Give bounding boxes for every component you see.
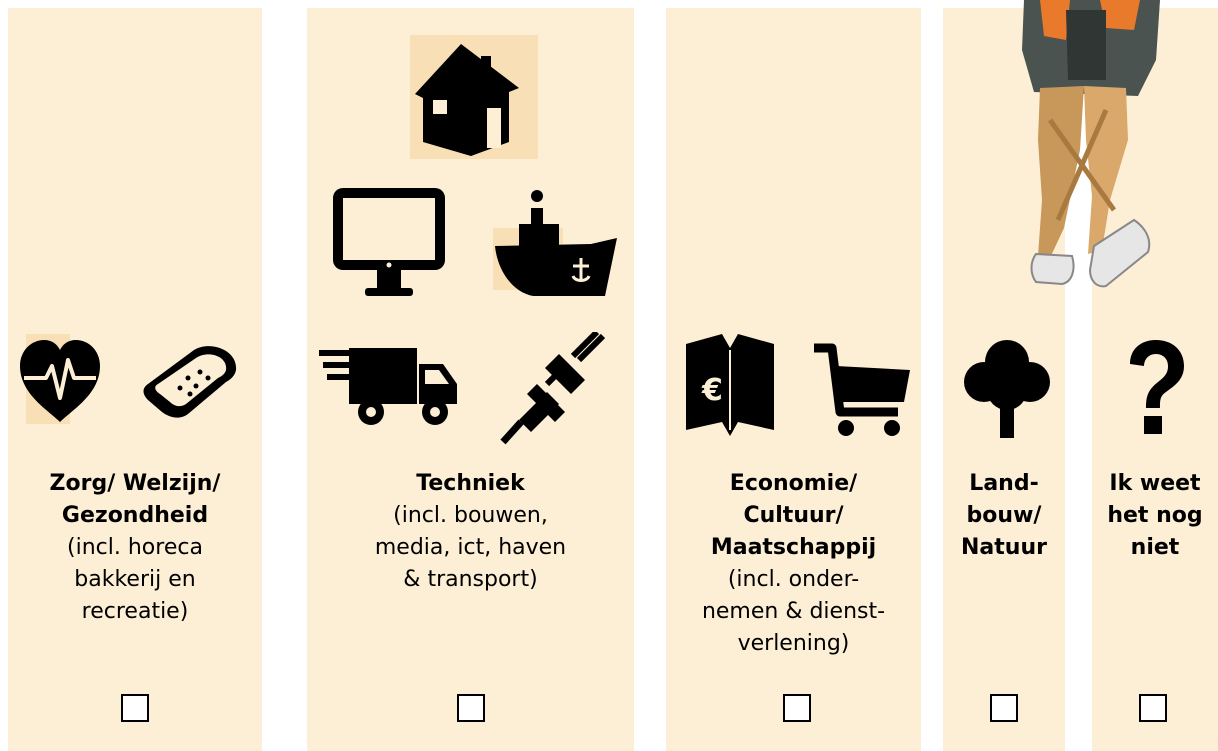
category-note-line: nemen & dienst-: [701, 599, 886, 624]
question-mark-icon: [1120, 338, 1190, 438]
column-techniek: Techniek (incl. bouwen, media, ict, have…: [307, 8, 634, 751]
category-title-line: Ik weet: [1109, 471, 1201, 496]
svg-text:€: €: [701, 373, 723, 408]
category-title-line: Gezondheid: [61, 503, 209, 528]
checkbox-landbouw[interactable]: [990, 694, 1018, 722]
house-icon: [411, 38, 523, 158]
category-label: Zorg/ Welzijn/ Gezondheid (incl. horeca …: [8, 468, 262, 628]
shopping-cart-icon: [812, 342, 912, 438]
category-note-line: recreatie): [81, 599, 189, 624]
ship-icon: [493, 188, 619, 300]
plug-icon: [499, 332, 605, 448]
category-label: Economie/ Cultuur/ Maatschappij (incl. o…: [666, 468, 921, 660]
euro-book-icon: €: [682, 334, 778, 438]
category-title-line: niet: [1130, 535, 1180, 560]
category-title-line: Land-: [969, 471, 1039, 496]
column-economie: € Economie/ Cultuur/ Maatschappij (incl.…: [666, 8, 921, 751]
bread-icon: [140, 344, 244, 420]
category-title-line: Economie/: [729, 471, 858, 496]
heart-pulse-icon: [18, 338, 102, 424]
cartoon-character-illustration: [1010, 0, 1180, 296]
category-label: Ik weet het nog niet: [1092, 468, 1218, 564]
category-note-line: media, ict, haven: [374, 535, 567, 560]
category-note-line: & transport): [403, 567, 538, 592]
category-note-line: (incl. horeca: [67, 535, 203, 560]
category-note-line: verlening): [737, 631, 850, 656]
category-note-line: bakkerij en: [74, 567, 196, 592]
category-title-line: Natuur: [961, 535, 1047, 560]
category-title-line: Cultuur/: [743, 503, 844, 528]
category-title-line: het nog: [1107, 503, 1203, 528]
monitor-icon: [329, 186, 449, 302]
category-title-line: Techniek: [416, 471, 525, 496]
truck-icon: [319, 346, 461, 426]
tree-icon: [962, 338, 1052, 440]
column-zorg: Zorg/ Welzijn/ Gezondheid (incl. horeca …: [8, 8, 262, 751]
category-note-line: (incl. bouwen,: [393, 503, 548, 528]
category-title-line: Zorg/ Welzijn/: [49, 471, 221, 496]
category-title-line: bouw/: [966, 503, 1042, 528]
checkbox-weetniet[interactable]: [1139, 694, 1167, 722]
category-title-line: Maatschappij: [710, 535, 877, 560]
checkbox-economie[interactable]: [783, 694, 811, 722]
checkbox-techniek[interactable]: [457, 694, 485, 722]
category-label: Techniek (incl. bouwen, media, ict, have…: [307, 468, 634, 596]
category-note-line: (incl. onder-: [727, 567, 860, 592]
checkbox-zorg[interactable]: [121, 694, 149, 722]
category-label: Land- bouw/ Natuur: [943, 468, 1065, 564]
